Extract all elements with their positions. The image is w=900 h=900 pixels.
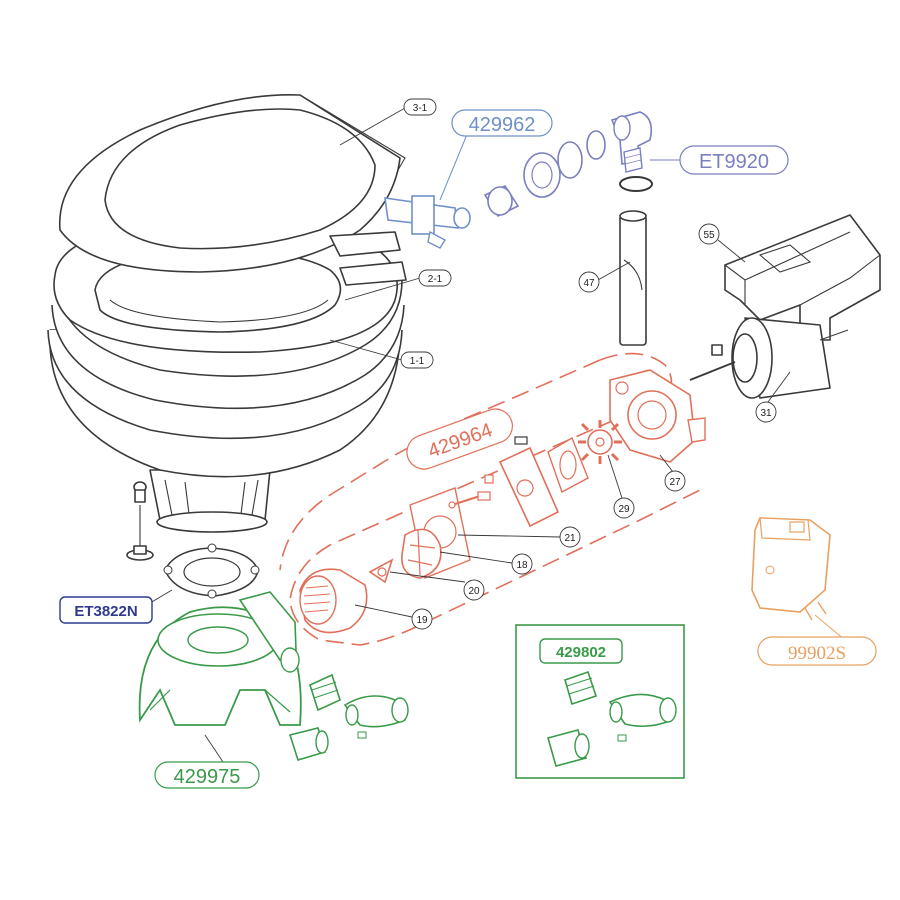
- impeller-29: [578, 420, 622, 464]
- callout-18: 18: [439, 551, 533, 575]
- callout-21-text: 21: [564, 533, 576, 544]
- callout-1-1: 1-1: [329, 339, 434, 369]
- screws-hardware: [448, 436, 528, 509]
- kit-label-429962-text: 429962: [469, 114, 536, 136]
- callout-47: 47: [578, 261, 631, 293]
- kit-box-429802: [515, 624, 685, 779]
- callout-19-text: 19: [416, 615, 428, 626]
- kit-ET9920-parts: [483, 111, 680, 218]
- macerator-blade-20: [368, 558, 394, 584]
- kit-label-429975: 429975: [154, 761, 260, 789]
- callout-27: 27: [659, 454, 686, 492]
- callout-29: 29: [607, 454, 635, 519]
- kit-label-ET9920: ET9920: [679, 145, 789, 175]
- callout-21: 21: [457, 526, 581, 548]
- gasket-ring: [547, 436, 589, 494]
- callout-31-text: 31: [760, 408, 772, 419]
- callout-55-text: 55: [703, 230, 715, 241]
- pump-base-429975: [138, 591, 302, 766]
- kit-label-429962: 429962: [451, 109, 553, 137]
- cutter-housing-19: [299, 568, 368, 634]
- kit-429802-parts: [547, 670, 677, 767]
- kit-label-429802: 429802: [539, 638, 623, 664]
- callout-20-text: 20: [468, 586, 480, 597]
- mounting-bolt: [126, 481, 154, 561]
- toilet-lid: [58, 93, 407, 286]
- kit-label-99902S-text: 99902S: [788, 643, 846, 664]
- callout-29-text: 29: [618, 504, 630, 515]
- kit-label-429802-text: 429802: [556, 644, 606, 661]
- hose-47: [619, 210, 647, 346]
- base-valve-parts: [288, 673, 409, 761]
- pump-housing-27: [609, 369, 706, 463]
- callout-18-text: 18: [516, 560, 528, 571]
- kit-label-429975-text: 429975: [174, 766, 241, 788]
- callout-3-1-text: 3-1: [413, 103, 428, 114]
- switch-99902S: [751, 517, 846, 641]
- callout-2-1: 2-1: [344, 269, 452, 301]
- pump-motor-31: [689, 317, 849, 399]
- kit-label-ET9920-text: ET9920: [699, 151, 769, 173]
- kit-429964-dashed-outline: [279, 352, 701, 646]
- callout-2-1-text: 2-1: [428, 274, 443, 285]
- impeller-18: [401, 528, 442, 579]
- callout-47-text: 47: [583, 278, 595, 289]
- callout-19: 19: [354, 604, 433, 630]
- base-gasket: [144, 543, 260, 607]
- kit-label-ET3822N: ET3822N: [59, 596, 153, 624]
- callout-1-1-text: 1-1: [410, 356, 425, 367]
- kit-label-ET3822N-text: ET3822N: [74, 603, 137, 620]
- callout-55: 55: [698, 223, 746, 263]
- kit-429962-parts: [384, 131, 471, 249]
- callout-31: 31: [755, 371, 791, 423]
- callout-3-1: 3-1: [339, 98, 437, 146]
- kit-label-99902S: 99902S: [757, 636, 877, 666]
- callout-27-text: 27: [669, 477, 681, 488]
- callout-20: 20: [389, 571, 485, 601]
